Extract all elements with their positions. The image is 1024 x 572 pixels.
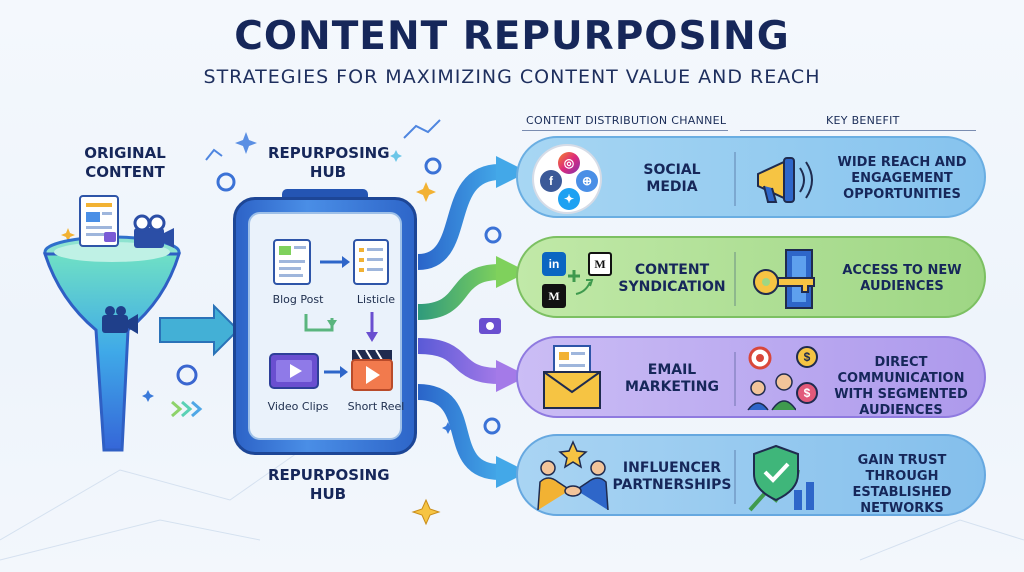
trust-shield-icon (748, 444, 814, 512)
megaphone-icon (757, 157, 813, 203)
arrowhead-social-media (496, 156, 528, 188)
handshake-icon (537, 440, 609, 511)
instagram-icon: ◎ (558, 152, 580, 174)
key-door-icon (753, 249, 815, 309)
column-header-benefit-rule (740, 130, 976, 131)
benefit-label-social-media: WIDE REACH AND ENGAGEMENT OPPORTUNITIES (837, 155, 967, 202)
channel-row-influencer: INFLUENCER PARTNERSHIPS GAIN TRUST THROU… (516, 434, 986, 516)
background-lines (0, 429, 1024, 561)
channel-label-social-media: SOCIAL MEDIA (643, 162, 701, 195)
decor-chart-lines (205, 119, 441, 161)
row-divider (734, 252, 736, 306)
twitter-icon: ✦ (558, 188, 580, 210)
globe-icon: ⊕ (576, 170, 598, 192)
benefit-label-influencer: GAIN TRUST THROUGH ESTABLISHED NETWORKS (852, 453, 952, 516)
arrow-to-influencer (417, 384, 501, 480)
channel-label-influencer: INFLUENCER PARTNERSHIPS (612, 460, 732, 493)
hub-item-listicle: Listicle (356, 293, 396, 306)
arrowhead-influencer (496, 456, 528, 488)
dollar-coin-icon: $ (796, 346, 818, 368)
page-title: CONTENT REPURPOSING (234, 14, 790, 59)
column-header-channel: CONTENT DISTRIBUTION CHANNEL (526, 114, 727, 127)
plus-arrow-icon (568, 270, 594, 295)
hub-item-video-clips: Video Clips (267, 400, 329, 413)
row-divider (734, 352, 736, 406)
funnel (42, 235, 182, 452)
channel-row-social-media: ◎ f ⊕ ✦ SOCIAL MEDIA WIDE REACH AND ENGA… (516, 136, 986, 218)
column-header-benefit: KEY BENEFIT (826, 114, 900, 127)
page-subtitle: STRATEGIES FOR MAXIMIZING CONTENT VALUE … (203, 66, 821, 88)
row-divider (734, 450, 736, 504)
video-camera-icon (102, 306, 138, 334)
hub-item-blog-post: Blog Post (272, 293, 324, 306)
medium-dark-icon: M (542, 284, 566, 308)
blog-post-icon (273, 239, 311, 285)
column-header-channel-rule (522, 130, 728, 131)
channel-label-email: EMAIL MARKETING (625, 362, 719, 395)
document-icon (79, 195, 119, 247)
benefit-label-syndication: ACCESS TO NEW AUDIENCES (842, 263, 962, 294)
facebook-icon: f (540, 170, 562, 192)
listicle-icon (353, 239, 389, 285)
funnel-to-hub-arrow (159, 303, 240, 357)
arrowhead-syndication (496, 256, 528, 288)
movie-camera-icon (133, 214, 174, 248)
hub-screen-icons (269, 239, 393, 391)
channel-row-syndication: in M M CONTENT SYNDICATION ACCESS TO NEW… (516, 236, 986, 318)
camera-icon (479, 318, 501, 334)
hub-item-short-reel: Short Reel (347, 400, 405, 413)
channel-row-email: EMAIL MARKETING $ $ DIRECT COMMUNICATION… (516, 336, 986, 418)
decor-gears (176, 157, 502, 435)
row-divider (734, 152, 736, 206)
linkedin-icon: in (542, 252, 566, 276)
chevrons-decor (171, 400, 203, 418)
social-icons-circle: ◎ f ⊕ ✦ (532, 144, 602, 214)
decor-sparkles (61, 132, 454, 526)
hub-bottom-label: REPURPOSING HUB (268, 466, 390, 503)
dollar-badge-icon: $ (796, 382, 818, 404)
short-reel-icon (351, 349, 393, 391)
arrow-to-social-media (417, 164, 501, 270)
target-audience-icon (747, 346, 796, 411)
arrow-to-email (417, 338, 501, 384)
video-clips-icon (269, 353, 319, 389)
email-envelope-icon (543, 345, 601, 409)
original-content-label: ORIGINAL CONTENT (84, 144, 166, 181)
channel-label-syndication: CONTENT SYNDICATION (618, 262, 726, 295)
hub-top-label: REPURPOSING HUB (268, 144, 390, 181)
medium-icon: M (588, 252, 612, 276)
arrowhead-email (496, 360, 528, 392)
arrow-to-syndication (417, 264, 501, 320)
benefit-label-email: DIRECT COMMUNICATION WITH SEGMENTED AUDI… (834, 355, 968, 418)
